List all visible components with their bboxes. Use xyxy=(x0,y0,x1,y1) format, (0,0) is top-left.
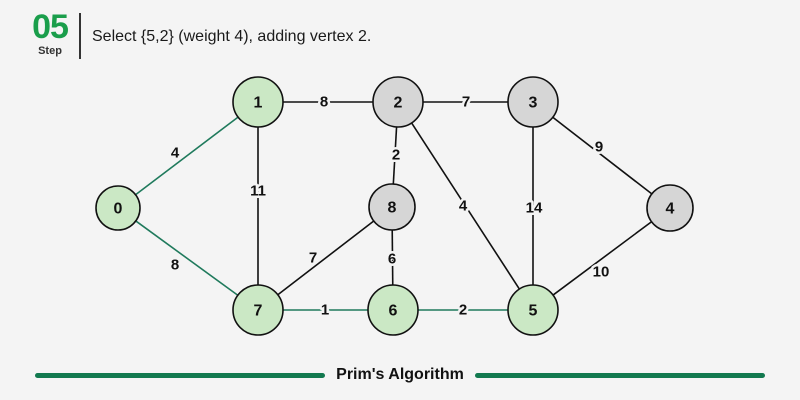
graph-edge-2-5 xyxy=(410,122,521,290)
footer-rule-right xyxy=(474,372,765,378)
edge-weight-0-7: 8 xyxy=(171,257,179,274)
graph-edge-0-1 xyxy=(135,116,239,196)
edge-weight-3-4: 9 xyxy=(595,139,603,156)
node-label-3: 3 xyxy=(529,95,538,112)
footer-title: Prim's Algorithm xyxy=(336,366,464,383)
node-circle-7[interactable] xyxy=(232,284,284,336)
edge-weight-halo-1-2: 8 xyxy=(320,94,328,111)
graph-node-6[interactable]: 6 xyxy=(367,284,419,336)
node-label-1: 1 xyxy=(254,95,263,112)
edge-weight-0-1: 4 xyxy=(171,145,180,162)
page-title: Select {5,2} (weight 4), adding vertex 2… xyxy=(92,28,372,45)
edge-weight-halo-3-5: 14 xyxy=(526,200,543,217)
edge-layer xyxy=(135,101,653,311)
node-label-5: 5 xyxy=(529,303,538,320)
node-label-7: 7 xyxy=(254,303,263,320)
node-circle-1[interactable] xyxy=(232,76,284,128)
graph-edge-3-4 xyxy=(552,116,653,195)
node-circle-8[interactable] xyxy=(368,183,416,231)
edge-weight-halo-8-6: 6 xyxy=(388,251,396,268)
edge-weight-halo-7-8: 7 xyxy=(309,250,317,267)
edge-weight-1-2: 8 xyxy=(320,94,328,111)
edge-weight-8-6: 6 xyxy=(388,251,396,268)
graph-edge-0-7 xyxy=(135,220,239,296)
node-circle-5[interactable] xyxy=(507,284,559,336)
graph-node-8[interactable]: 8 xyxy=(368,183,416,231)
footer-rule-left xyxy=(35,372,326,378)
edge-weight-halo-1-7: 11 xyxy=(250,183,266,200)
node-label-0: 0 xyxy=(114,201,123,218)
graph-edge-2-8 xyxy=(392,126,398,185)
graph-node-4[interactable]: 4 xyxy=(646,184,694,232)
node-layer: 0 1 2 3 4 5 6 7 8 xyxy=(95,76,694,336)
edge-weight-3-5: 14 xyxy=(526,200,543,217)
edge-weight-5-6: 2 xyxy=(459,302,467,319)
edge-weight-halo-3-4: 9 xyxy=(595,139,603,156)
graph-edge-8-6 xyxy=(391,229,394,286)
edge-weight-2-5: 4 xyxy=(459,198,468,215)
node-circle-4[interactable] xyxy=(646,184,694,232)
node-label-6: 6 xyxy=(389,303,398,320)
edge-weight-halo-2-5: 4 xyxy=(459,198,468,215)
graph-node-7[interactable]: 7 xyxy=(232,284,284,336)
node-circle-6[interactable] xyxy=(367,284,419,336)
step-number: 05 xyxy=(32,8,69,46)
node-circle-2[interactable] xyxy=(372,76,424,128)
graph-edge-4-5 xyxy=(552,221,653,296)
graph-node-2[interactable]: 2 xyxy=(372,76,424,128)
edge-weight-halo-0-7: 8 xyxy=(171,257,179,274)
header: 05 Step Select {5,2} (weight 4), adding … xyxy=(0,0,800,72)
footer: Prim's Algorithm xyxy=(0,358,800,400)
step-indicator: 05 Step xyxy=(22,10,78,58)
node-label-4: 4 xyxy=(666,201,675,218)
graph-node-5[interactable]: 5 xyxy=(507,284,559,336)
node-circle-0[interactable] xyxy=(95,185,141,231)
graph-node-1[interactable]: 1 xyxy=(232,76,284,128)
edge-weight-4-5: 10 xyxy=(593,264,610,281)
edge-weight-7-8: 7 xyxy=(309,250,317,267)
edge-weight-halo-6-7: 1 xyxy=(321,302,329,319)
edge-weight-halo-2-3: 7 xyxy=(462,94,470,111)
node-label-2: 2 xyxy=(394,95,403,112)
edge-weight-halo-5-6: 2 xyxy=(459,302,467,319)
edge-weight-1-7: 11 xyxy=(250,183,266,200)
edge-weight-halo-4-5: 10 xyxy=(593,264,610,281)
node-label-8: 8 xyxy=(388,200,397,217)
graph-node-3[interactable]: 3 xyxy=(507,76,559,128)
edge-weight-halo-0-1: 4 xyxy=(171,145,180,162)
header-divider xyxy=(79,13,81,59)
edge-weight-halo-2-8: 2 xyxy=(392,147,400,164)
graph-node-0[interactable]: 0 xyxy=(95,185,141,231)
node-circle-3[interactable] xyxy=(507,76,559,128)
edge-weight-2-3: 7 xyxy=(462,94,470,111)
graph-edge-7-8 xyxy=(277,220,375,296)
step-label: Step xyxy=(38,45,62,57)
edge-weight-2-8: 2 xyxy=(392,147,400,164)
edge-weight-6-7: 1 xyxy=(321,302,329,319)
